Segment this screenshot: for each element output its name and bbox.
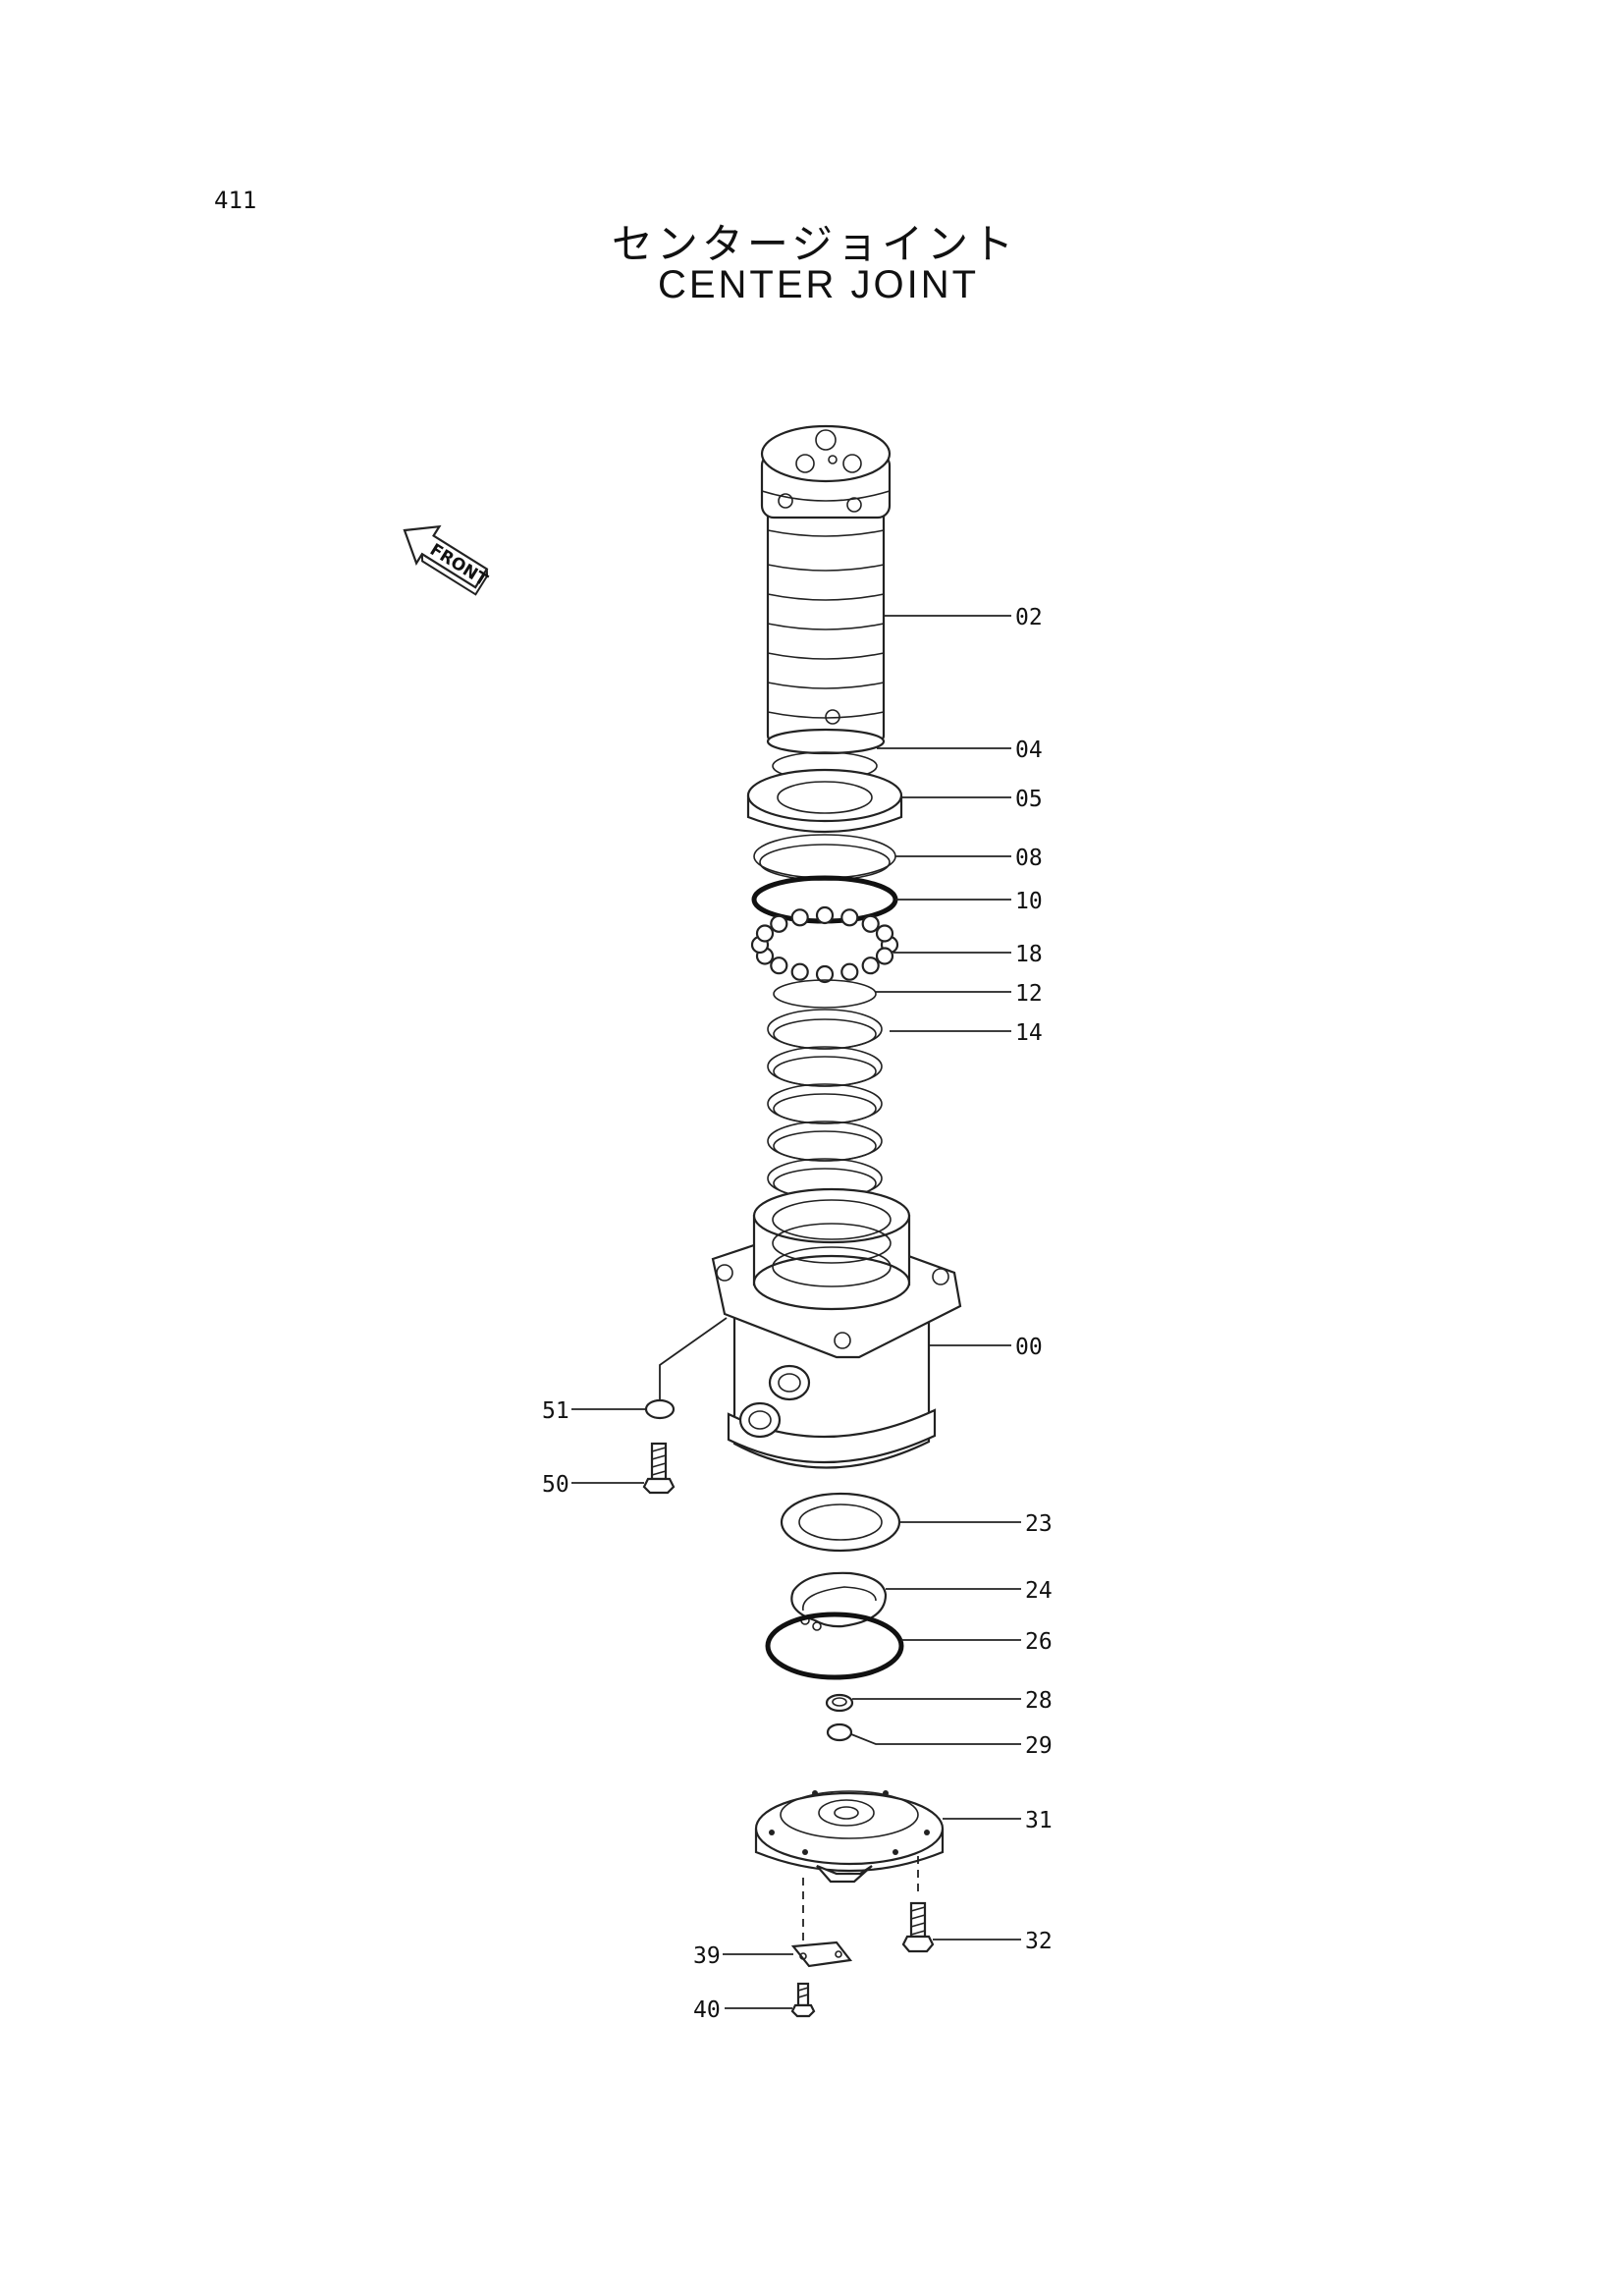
- callout-05: 05: [1015, 787, 1043, 812]
- part-50-bolt: [642, 1442, 676, 1495]
- part-05-seal-cover: [746, 768, 903, 834]
- part-12-ring: [773, 979, 877, 1009]
- part-08-ring: [753, 834, 896, 881]
- callout-28: 28: [1025, 1688, 1053, 1714]
- page-number: 411: [214, 187, 257, 214]
- part-40-screw: [790, 1982, 816, 2018]
- seal-ring-inner: [773, 1018, 877, 1050]
- callout-23: 23: [1025, 1511, 1053, 1537]
- title-english: CENTER JOINT: [657, 263, 980, 306]
- part-26-o-ring: [765, 1612, 904, 1680]
- seal-ring-inner: [773, 1056, 877, 1087]
- callout-24: 24: [1025, 1578, 1053, 1604]
- steel-ball: [840, 908, 859, 927]
- part-24-retaining-ring: [790, 1571, 888, 1631]
- callout-02: 02: [1015, 605, 1043, 630]
- part-32-bolt: [901, 1901, 935, 1953]
- steel-ball: [790, 908, 809, 927]
- title-japanese: センタージョイント: [611, 220, 1018, 268]
- steel-ball: [790, 962, 809, 981]
- part-29-ring: [826, 1722, 853, 1742]
- callout-29: 29: [1025, 1733, 1053, 1759]
- part-31-cover: [754, 1790, 945, 1884]
- callout-50: 50: [542, 1472, 569, 1498]
- part-18-steel-balls: [750, 905, 899, 984]
- callout-18: 18: [1015, 942, 1043, 967]
- leader-51-body: [659, 1317, 728, 1400]
- callout-39: 39: [693, 1943, 721, 1969]
- part-28-ring: [825, 1693, 854, 1713]
- seal-ring-inner: [773, 1093, 877, 1124]
- part-23-thrust-plate: [780, 1492, 901, 1553]
- callout-00: 00: [1015, 1335, 1043, 1360]
- callout-26: 26: [1025, 1629, 1053, 1655]
- callout-32: 32: [1025, 1929, 1053, 1954]
- seal-ring-inner: [773, 1130, 877, 1162]
- callout-31: 31: [1025, 1808, 1053, 1833]
- callout-14: 14: [1015, 1020, 1043, 1046]
- callout-10: 10: [1015, 889, 1043, 914]
- callout-08: 08: [1015, 846, 1043, 871]
- steel-ball: [770, 957, 788, 975]
- steel-ball: [875, 924, 894, 943]
- steel-ball: [755, 924, 775, 943]
- callout-04: 04: [1015, 738, 1043, 763]
- steel-ball: [875, 947, 894, 965]
- part-02-spindle: [760, 424, 892, 755]
- steel-ball: [840, 962, 859, 981]
- steel-ball: [861, 914, 880, 933]
- callout-51: 51: [542, 1398, 569, 1424]
- steel-ball: [815, 964, 835, 984]
- callout-12: 12: [1015, 981, 1043, 1007]
- part-00-body: [711, 1187, 962, 1469]
- front-arrow-icon: FRONT: [403, 524, 491, 596]
- part-14-seal-rings: [767, 1009, 883, 1199]
- steel-ball: [815, 905, 835, 925]
- part-39-plate: [790, 1941, 853, 1968]
- steel-ball: [861, 957, 880, 975]
- part-51-washer: [644, 1398, 676, 1420]
- steel-ball: [770, 914, 788, 933]
- callout-40: 40: [693, 1997, 721, 2023]
